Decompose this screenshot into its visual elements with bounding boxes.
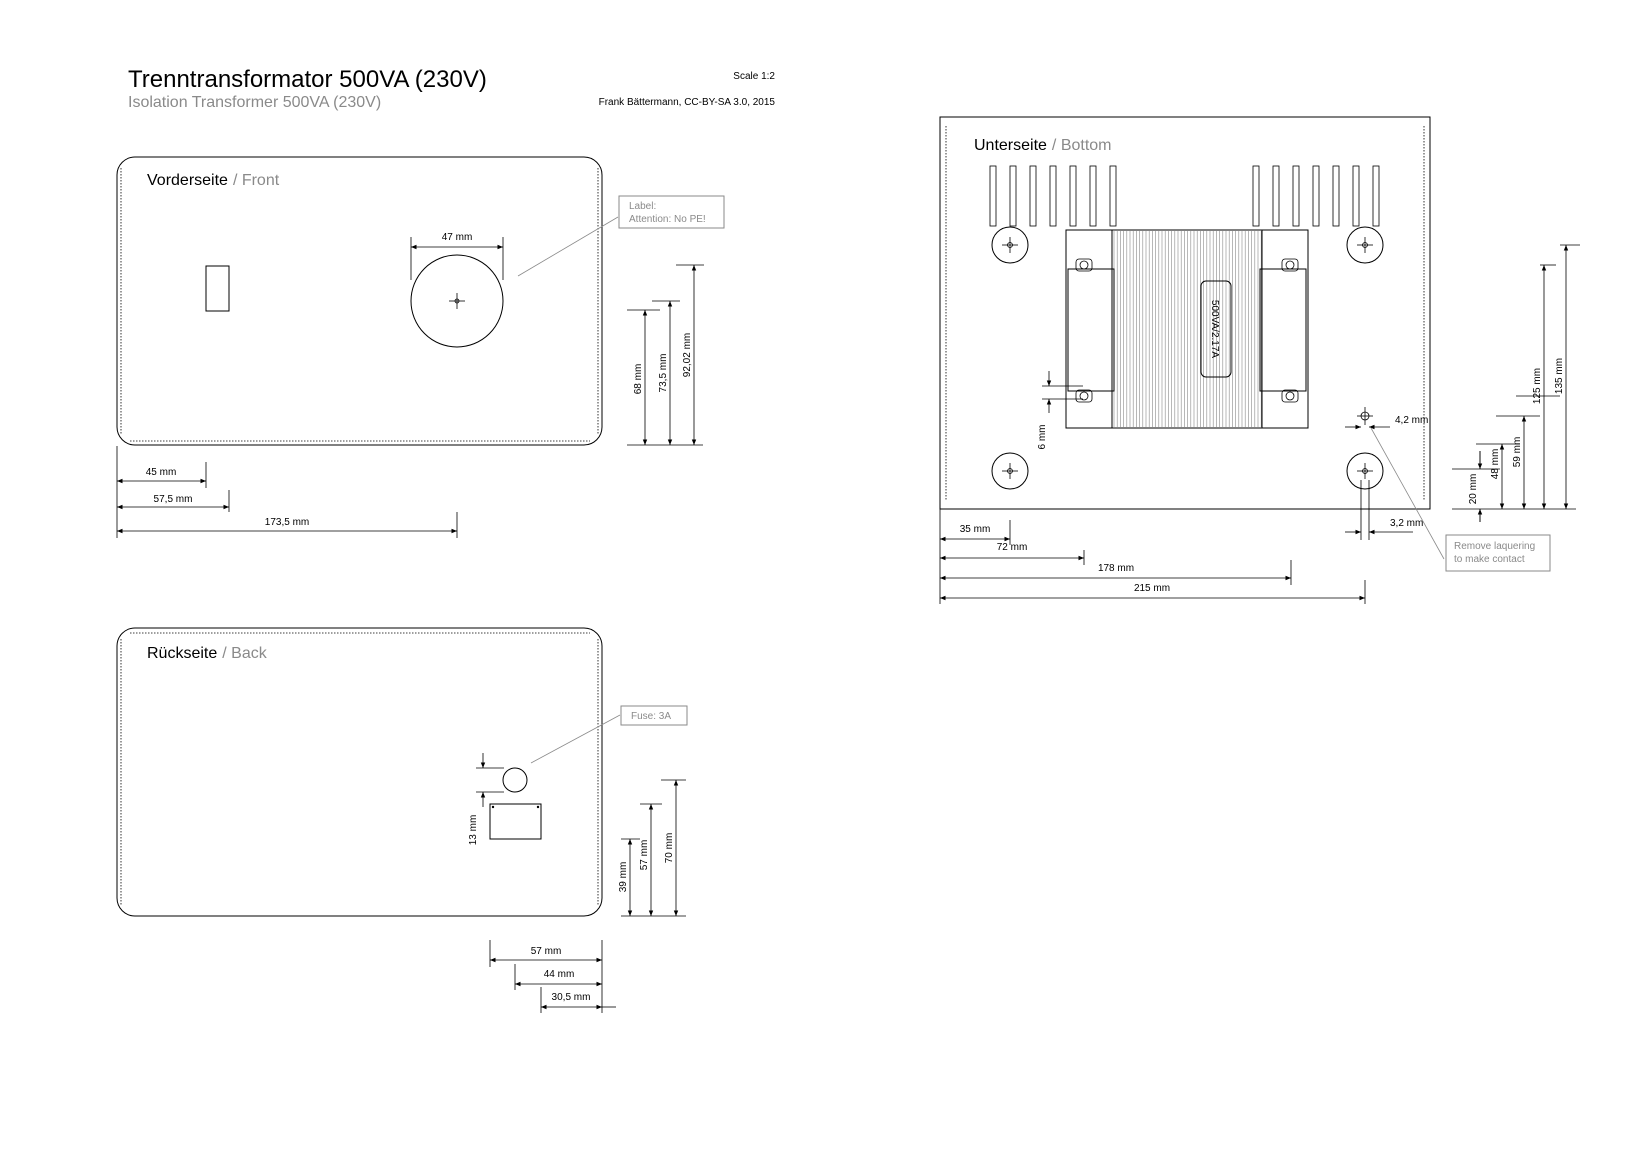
- transformer-body: 500VA/2.17A: [1065, 229, 1309, 429]
- title-german: Trenntransformator 500VA (230V): [128, 66, 487, 93]
- label-callout: [618, 195, 725, 229]
- front-view: Vorderseite/ Front 47 mm Label: Attentio…: [116, 156, 725, 538]
- bottom-plate-outline: [939, 116, 1431, 510]
- label-text-line1: Label:: [629, 201, 656, 212]
- vent-slot: [1252, 165, 1260, 227]
- dim-59mm: 59 mm: [1512, 437, 1523, 468]
- dim-57mm-vertical: 57 mm: [639, 840, 650, 871]
- vent-slot: [1109, 165, 1117, 227]
- dim-72mm: 72 mm: [997, 542, 1028, 553]
- front-heading: Vorderseite/ Front: [147, 172, 280, 189]
- dim-45mm: 45 mm: [146, 467, 177, 478]
- dim-13mm: 13 mm: [468, 815, 479, 846]
- vent-slot: [989, 165, 997, 227]
- fuse-callout: [620, 705, 688, 726]
- vent-slot: [1009, 165, 1017, 227]
- dim-44mm: 44 mm: [544, 969, 575, 980]
- dim-125mm: 125 mm: [1532, 368, 1543, 404]
- bottom-heading: Unterseite/ Bottom: [974, 137, 1112, 154]
- dim-6mm: 6 mm: [1037, 425, 1048, 450]
- rating-text: 500VA/2.17A: [1209, 300, 1220, 359]
- note-text-line1: Remove laquering: [1454, 541, 1535, 552]
- vent-slot: [1292, 165, 1300, 227]
- contact-note-callout: [1445, 534, 1551, 572]
- fuse-holder-cutout: [502, 767, 528, 793]
- mounting-hole: [991, 226, 1029, 264]
- dim-135mm: 135 mm: [1554, 358, 1565, 394]
- dim-39mm: 39 mm: [618, 862, 629, 893]
- dim-73-5mm: 73,5 mm: [658, 354, 669, 393]
- corner-bolt: [1281, 258, 1299, 272]
- vent-slot: [1372, 165, 1380, 227]
- vent-slot: [1272, 165, 1280, 227]
- dim-70mm: 70 mm: [664, 833, 675, 864]
- dim-68mm: 68 mm: [633, 364, 644, 395]
- corner-bolt: [1281, 389, 1299, 403]
- corner-bolt: [1075, 389, 1093, 403]
- corner-bolt: [1075, 258, 1093, 272]
- vent-slots-left: [989, 165, 1117, 227]
- bottom-view: Unterseite/ Bottom 500VA/2.17A 6 mm: [939, 116, 1580, 604]
- rating-plate: [1200, 280, 1232, 378]
- dim-57mm-horizontal: 57 mm: [531, 946, 562, 957]
- socket-cutout: [410, 254, 504, 348]
- mounting-hole: [1346, 226, 1384, 264]
- vent-slot: [1029, 165, 1037, 227]
- label-text-line2: Attention: No PE!: [629, 214, 706, 225]
- title-block: Trenntransformator 500VA (230V) Isolatio…: [128, 66, 775, 111]
- dim-3-2mm: 3,2 mm: [1390, 518, 1423, 529]
- mounting-hole: [991, 452, 1029, 490]
- dim-92-02mm: 92,02 mm: [682, 333, 693, 377]
- fuse-label-text: Fuse: 3A: [631, 711, 671, 722]
- dim-48mm: 48 mm: [1490, 449, 1501, 480]
- vent-slot: [1312, 165, 1320, 227]
- front-panel-outline: [116, 156, 603, 446]
- power-switch-cutout: [205, 265, 230, 312]
- mounting-holes: [991, 226, 1384, 490]
- vent-slots-right: [1252, 165, 1380, 227]
- title-english: Isolation Transformer 500VA (230V): [128, 94, 381, 111]
- vent-slot: [1069, 165, 1077, 227]
- dim-57-5mm: 57,5 mm: [154, 494, 193, 505]
- vent-slot: [1332, 165, 1340, 227]
- vent-slot: [1049, 165, 1057, 227]
- back-heading: Rückseite/ Back: [147, 645, 268, 662]
- dim-178mm: 178 mm: [1098, 563, 1134, 574]
- vent-slot: [1089, 165, 1097, 227]
- back-view: Rückseite/ Back Fuse: 3A 13 mm 39 mm 57 …: [116, 627, 688, 1013]
- author-text: Frank Bättermann, CC-BY-SA 3.0, 2015: [599, 97, 776, 108]
- dim-30-5mm: 30,5 mm: [552, 992, 591, 1003]
- dim-4-2mm: 4,2 mm: [1395, 415, 1428, 426]
- back-panel-outline: [116, 627, 603, 917]
- dim-47mm: 47 mm: [442, 232, 473, 243]
- dim-173-5mm: 173,5 mm: [265, 517, 309, 528]
- vent-slot: [1352, 165, 1360, 227]
- dim-215mm: 215 mm: [1134, 583, 1170, 594]
- inlet-cutout: [489, 803, 542, 840]
- note-text-line2: to make contact: [1454, 554, 1525, 565]
- dim-35mm: 35 mm: [960, 524, 991, 535]
- scale-text: Scale 1:2: [733, 71, 775, 82]
- mounting-hole: [1346, 452, 1384, 490]
- dim-20mm: 20 mm: [1468, 474, 1479, 505]
